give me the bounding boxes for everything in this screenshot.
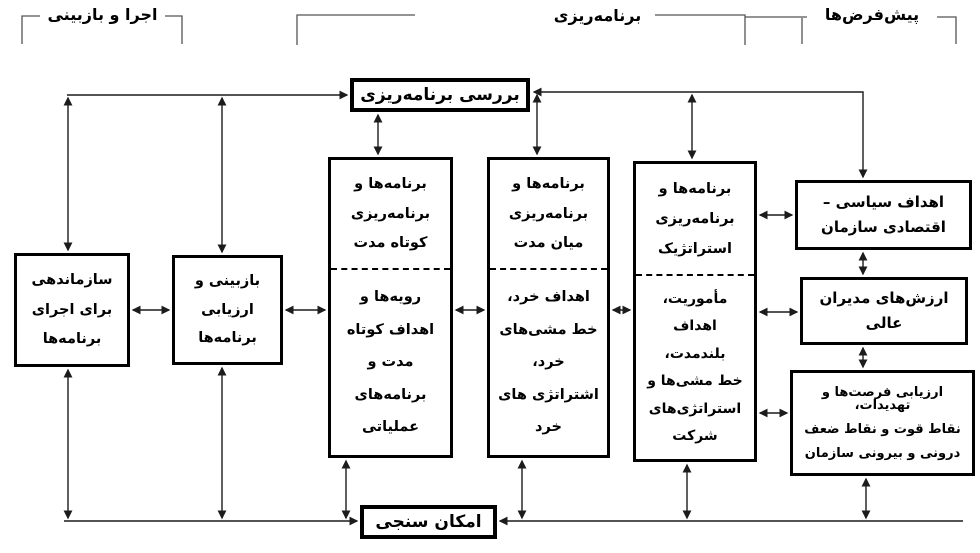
box-text-line: اشتراتژی های bbox=[498, 386, 599, 403]
box-text-line: اهداف کوتاه bbox=[346, 321, 435, 338]
box-text-line: کوتاه مدت bbox=[353, 235, 428, 252]
box-text-line: اهداف خرد، bbox=[507, 289, 590, 306]
box-text-line: برنامه‌ها bbox=[42, 331, 102, 348]
box-text-line: اقتصادی سازمان bbox=[821, 218, 946, 236]
box-review-evaluation: بازبینی و ارزیابی برنامه‌ها bbox=[172, 255, 283, 365]
box-swot-evaluation: ارزیابی فرصت‌ها و تهدیدات، نقاط قوت و نق… bbox=[790, 370, 975, 476]
box-managers-values: ارزش‌های مدیران عالی bbox=[800, 277, 968, 345]
box-text-line: خرد، bbox=[532, 354, 565, 371]
box-text-line: برنامه‌ها و bbox=[354, 176, 427, 193]
section-label-execution-review: اجرا و بازبینی bbox=[40, 5, 165, 25]
box-political-economic-goals: اهداف سیاسی – اقتصادی سازمان bbox=[795, 180, 972, 250]
box-text-line: ارزش‌های مدیران bbox=[819, 289, 949, 308]
box-text-line: رویه‌ها و bbox=[359, 289, 422, 306]
section-label-premises: پیش‌فرض‌ها bbox=[807, 5, 937, 25]
box-text-line: میان مدت bbox=[513, 235, 584, 252]
box-text-line: استراتژی‌های bbox=[648, 400, 742, 417]
box-text-line: شرکت bbox=[672, 428, 718, 445]
box-text-line: برنامه‌ها bbox=[198, 330, 257, 347]
box-text-line: ارزیابی bbox=[201, 301, 254, 318]
box-text-line: ارزیابی فرصت‌ها و تهدیدات، bbox=[821, 385, 944, 413]
box-text-line: خرد bbox=[535, 419, 562, 436]
box-text-line: بلندمدت، bbox=[664, 345, 726, 362]
box-text-line: سازماندهی bbox=[31, 272, 113, 289]
box-text-line: برنامه‌های bbox=[354, 386, 427, 403]
box-text-line: اهداف سیاسی – bbox=[822, 193, 945, 211]
box-text-line: برنامه‌ریزی bbox=[655, 210, 735, 227]
box-feasibility: امکان سنجی bbox=[360, 505, 497, 539]
box-planning-review: بررسی برنامه‌ریزی bbox=[350, 78, 530, 112]
box-text-line: بازبینی و bbox=[194, 273, 261, 290]
feasibility-label: امکان سنجی bbox=[375, 511, 482, 532]
box-text-line: خط مشی‌ها و bbox=[647, 373, 743, 390]
box-text-line: استراتژیک bbox=[658, 240, 732, 257]
box-text-line: برنامه‌ها و bbox=[512, 176, 585, 193]
box-text-line: مأموریت، bbox=[662, 290, 728, 307]
box-text-line: خط مشی‌های bbox=[499, 321, 598, 338]
box-text-line: درونی و بیرونی سازمان bbox=[804, 446, 961, 461]
box-mid-term-planning: برنامه‌ها و برنامه‌ریزی میان مدت اهداف خ… bbox=[487, 157, 610, 458]
section-label-planning: برنامه‌ریزی bbox=[540, 6, 655, 26]
box-text-line: برنامه‌ریزی bbox=[508, 205, 589, 222]
box-organizing: سازماندهی برای اجرای برنامه‌ها bbox=[14, 253, 130, 367]
box-text-line: برای اجرای bbox=[31, 301, 113, 318]
arrow-lines bbox=[63, 87, 963, 526]
box-text-line: نقاط قوت و نقاط ضعف bbox=[804, 422, 961, 437]
box-text-line: برنامه‌ریزی bbox=[350, 205, 431, 222]
box-text-line: عملیاتی bbox=[361, 419, 420, 436]
box-short-term-planning: برنامه‌ها و برنامه‌ریزی کوتاه مدت رویه‌ه… bbox=[328, 157, 453, 458]
box-text-line: برنامه‌ها و bbox=[658, 180, 732, 197]
box-text-line: مدت و bbox=[367, 354, 414, 371]
box-strategic-planning: برنامه‌ها و برنامه‌ریزی استراتژیک مأموری… bbox=[633, 161, 757, 462]
planning-review-label: بررسی برنامه‌ریزی bbox=[360, 84, 520, 105]
box-text-line: عالی bbox=[865, 313, 903, 332]
box-text-line: اهداف bbox=[673, 318, 717, 335]
